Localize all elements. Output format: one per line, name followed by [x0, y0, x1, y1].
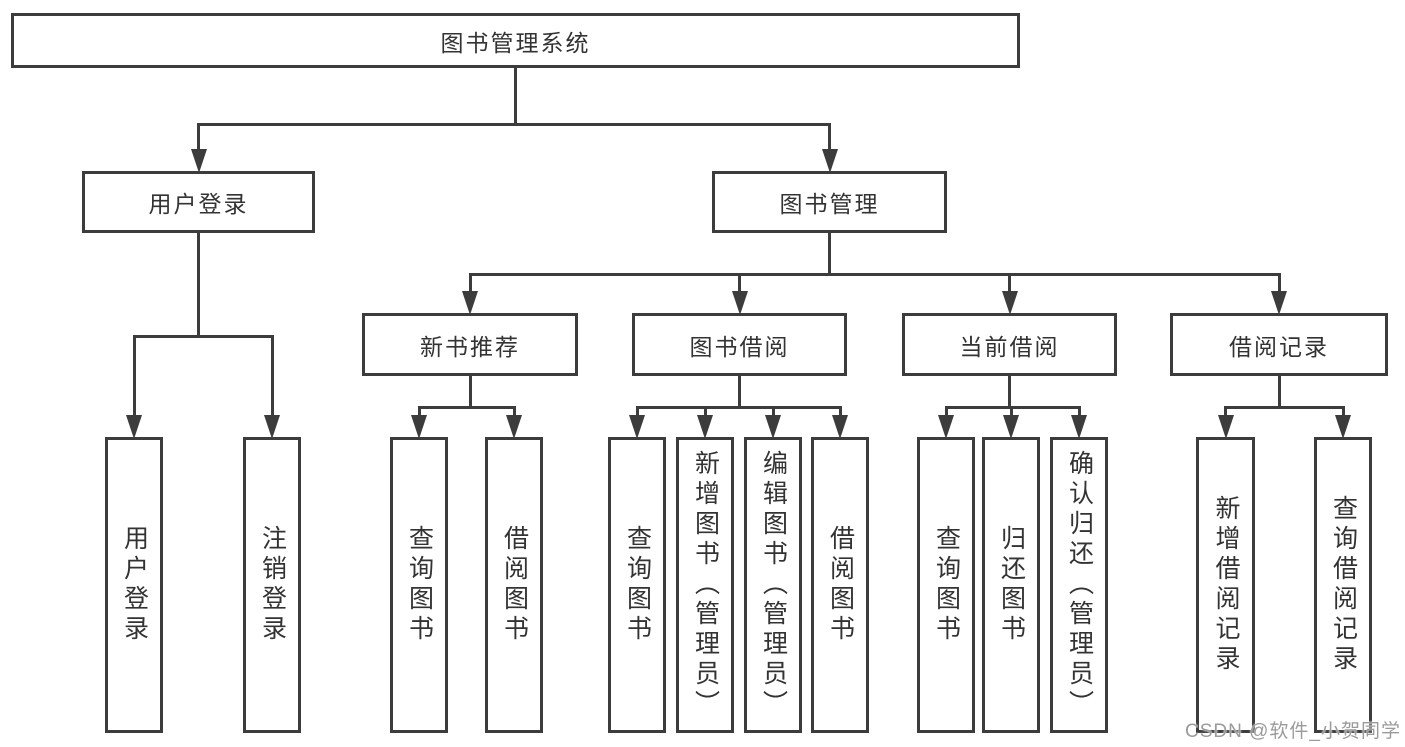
node-book-mgmt: 图书管理 — [712, 171, 947, 233]
node-label: 新增借阅记录 — [1212, 495, 1240, 675]
connector-segment — [197, 123, 831, 126]
connector-segment — [270, 335, 274, 415]
node-v-logout: 注销登录 — [243, 437, 301, 733]
node-label: 查询图书 — [932, 525, 961, 645]
connector-segment — [468, 273, 1281, 276]
arrowhead-down-icon — [938, 415, 954, 439]
connector-segment — [738, 273, 741, 291]
arrowhead-down-icon — [411, 415, 427, 439]
connector-segment — [1341, 406, 1345, 415]
node-v-add-record: 新增借阅记录 — [1196, 437, 1255, 733]
node-v-return-book: 归还图书 — [982, 437, 1040, 733]
connector-segment — [417, 406, 516, 409]
connector-segment — [1224, 406, 1227, 415]
connector-segment — [944, 406, 1081, 409]
connector-segment — [838, 406, 842, 415]
arrowhead-down-icon — [1071, 415, 1087, 439]
arrowhead-down-icon — [1271, 291, 1287, 315]
node-label: 查询借阅记录 — [1329, 495, 1358, 675]
arrowhead-down-icon — [1003, 415, 1019, 439]
node-label: 新增图书（管理员） — [691, 450, 720, 720]
node-label: 图书管理 — [779, 191, 880, 217]
connector-segment — [1077, 406, 1081, 415]
node-borrow-records: 借阅记录 — [1170, 313, 1388, 376]
connector-segment — [738, 376, 741, 409]
connector-segment — [1009, 406, 1013, 415]
connector-segment — [1277, 376, 1281, 409]
arrowhead-down-icon — [264, 415, 280, 439]
connector-segment — [828, 233, 831, 276]
connector-segment — [197, 123, 200, 149]
node-book-borrow: 图书借阅 — [632, 313, 847, 376]
node-root: 图书管理系统 — [11, 13, 1020, 68]
csdn-watermark: CSDN @软件_小贺同学 — [1185, 721, 1401, 742]
node-user-login: 用户登录 — [82, 171, 315, 233]
node-label: 新书推荐 — [420, 333, 520, 360]
node-v-user-login: 用户登录 — [105, 437, 163, 733]
arrowhead-down-icon — [697, 415, 713, 439]
node-label: 借阅图书 — [826, 525, 855, 645]
node-label: 编辑图书（管理员） — [759, 450, 788, 720]
connector-segment — [1008, 376, 1011, 409]
connector-segment — [512, 406, 516, 415]
connector-segment — [635, 406, 842, 409]
arrowhead-down-icon — [765, 415, 781, 439]
node-v-query-book-c: 查询图书 — [917, 437, 975, 733]
node-label: 当前借阅 — [959, 333, 1060, 360]
arrowhead-down-icon — [1335, 415, 1351, 439]
connector-segment — [417, 406, 421, 415]
connector-segment — [468, 273, 472, 291]
connector-segment — [771, 406, 775, 415]
arrowhead-down-icon — [190, 149, 207, 173]
node-label: 图书借阅 — [689, 333, 790, 360]
connector-segment — [635, 406, 639, 415]
connector-segment — [132, 335, 274, 338]
arrowhead-down-icon — [506, 415, 522, 439]
connector-segment — [703, 406, 707, 415]
node-v-edit-book: 编辑图书（管理员） — [744, 437, 802, 733]
node-label: 借阅记录 — [1229, 333, 1329, 360]
connector-segment — [944, 406, 948, 415]
arrowhead-down-icon — [832, 415, 848, 439]
connector-segment — [1224, 406, 1345, 409]
node-v-borrow-book-b: 借阅图书 — [811, 437, 869, 733]
arrowhead-down-icon — [731, 291, 748, 315]
arrowhead-down-icon — [821, 149, 838, 173]
connector-segment — [1277, 273, 1281, 291]
connector-segment — [828, 123, 831, 149]
node-label: 查询图书 — [405, 525, 434, 645]
node-v-query-book-b: 查询图书 — [608, 437, 666, 733]
node-label: 查询图书 — [623, 525, 652, 645]
connector-segment — [197, 233, 200, 338]
node-label: 用户登录 — [148, 191, 249, 217]
node-v-query-book-a: 查询图书 — [390, 437, 448, 733]
node-v-confirm-return: 确认归还（管理员） — [1050, 437, 1108, 733]
node-label: 归还图书 — [997, 525, 1026, 645]
arrowhead-down-icon — [462, 291, 478, 315]
connector-segment — [468, 376, 472, 409]
node-v-borrow-book-a: 借阅图书 — [485, 437, 543, 733]
connector-segment — [1008, 273, 1011, 291]
node-new-book-rec: 新书推荐 — [362, 313, 578, 376]
arrowhead-down-icon — [1217, 415, 1234, 439]
connector-segment — [514, 68, 517, 126]
arrowhead-down-icon — [126, 415, 142, 439]
node-label: 注销登录 — [258, 525, 287, 645]
node-label: 借阅图书 — [500, 525, 529, 645]
arrowhead-down-icon — [1001, 291, 1018, 315]
node-label: 图书管理系统 — [440, 29, 591, 56]
node-label: 确认归还（管理员） — [1065, 450, 1094, 720]
node-current-borrow: 当前借阅 — [902, 313, 1117, 376]
node-label: 用户登录 — [120, 525, 149, 645]
arrowhead-down-icon — [629, 415, 645, 439]
node-v-query-record: 查询借阅记录 — [1314, 437, 1372, 733]
node-v-add-book: 新增图书（管理员） — [676, 437, 734, 733]
connector-segment — [132, 335, 136, 415]
